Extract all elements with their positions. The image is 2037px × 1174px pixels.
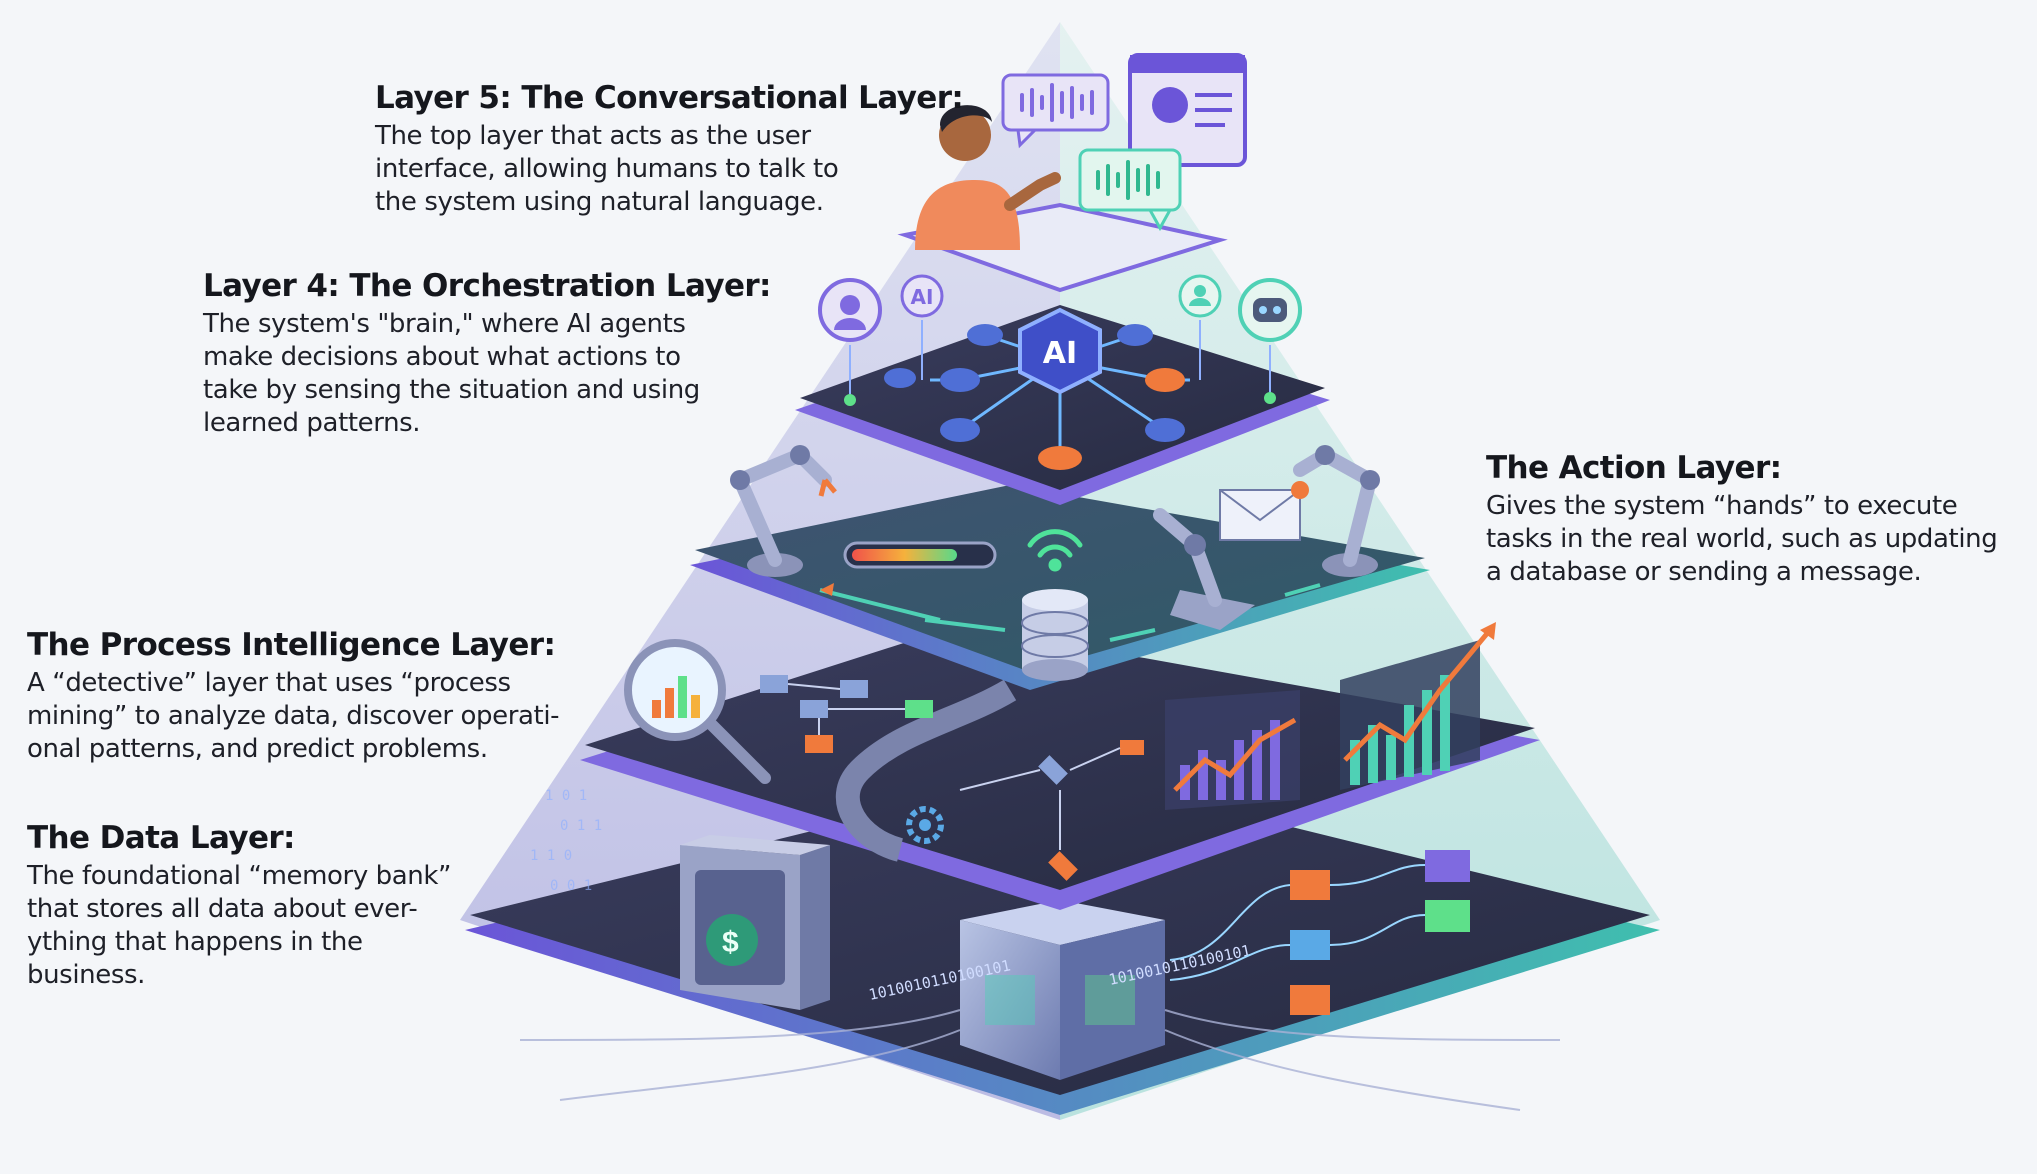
envelope-icon — [1220, 481, 1309, 540]
binary-column: 0 1 1 — [560, 818, 602, 834]
action-layer-annotation: The Action Layer: Gives the system “hand… — [1486, 450, 2031, 589]
database-icon — [1022, 589, 1088, 681]
process-intelligence-layer-title: The Process Intelligence Layer: — [27, 627, 587, 663]
orchestration-layer-annotation: Layer 4: The Orchestration Layer: The sy… — [203, 268, 763, 440]
vault-safe-icon: $ — [680, 835, 830, 1010]
action-layer-description: Gives the system “hands” to execute task… — [1486, 490, 2031, 589]
action-layer-title: The Action Layer: — [1486, 450, 2031, 486]
data-layer-title: The Data Layer: — [27, 820, 497, 856]
process-intelligence-layer-description: A “detective” layer that uses “process m… — [27, 667, 587, 766]
svg-text:$: $ — [722, 926, 739, 959]
binary-column: 0 0 1 — [550, 878, 592, 894]
data-layer-description: The foundational “memory bank” that stor… — [27, 860, 497, 992]
conversational-layer-annotation: Layer 5: The Conversational Layer: The t… — [375, 80, 935, 219]
conversational-layer-description: The top layer that acts as the user inte… — [375, 120, 935, 219]
conversational-layer-title: Layer 5: The Conversational Layer: — [375, 80, 935, 116]
process-intelligence-layer-annotation: The Process Intelligence Layer: A “detec… — [27, 627, 587, 766]
data-layer-annotation: The Data Layer: The foundational “memory… — [27, 820, 497, 992]
data-cube-icon — [960, 900, 1165, 1080]
progress-bar-icon — [845, 543, 995, 567]
ai-hub-icon: AI — [1020, 310, 1100, 392]
growth-chart-icon — [1165, 690, 1300, 810]
binary-column: 1 1 0 — [530, 848, 572, 864]
orchestration-layer-title: Layer 4: The Orchestration Layer: — [203, 268, 763, 304]
binary-column: 1 0 1 — [545, 788, 587, 804]
orchestration-layer-description: The system's "brain," where AI agents ma… — [203, 308, 763, 440]
ai-avatar-label: AI — [911, 285, 934, 309]
ai-hub-label: AI — [1043, 336, 1077, 371]
